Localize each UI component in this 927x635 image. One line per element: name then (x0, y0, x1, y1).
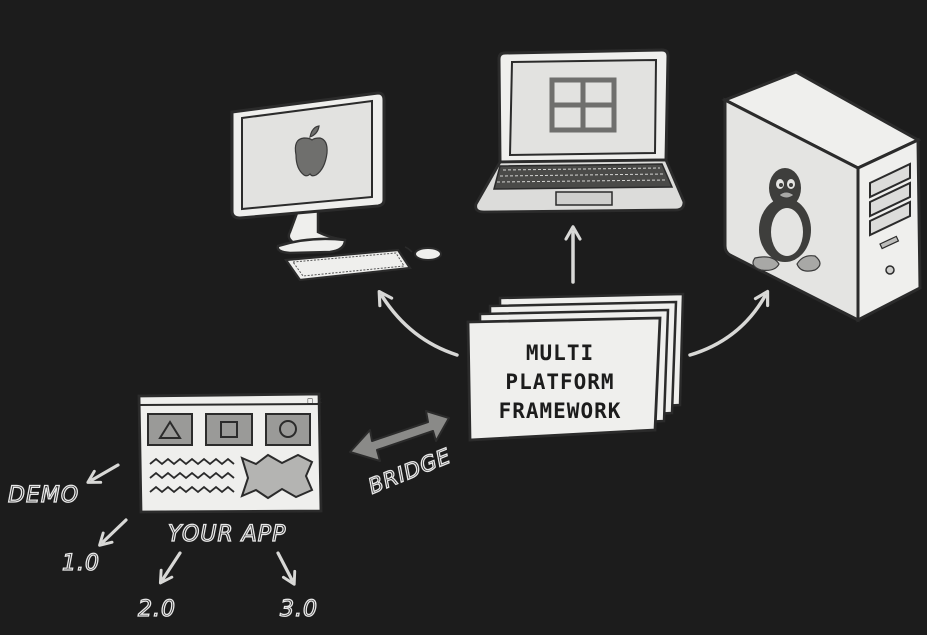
arrow-to-v1 (98, 518, 128, 547)
triangle-icon (158, 420, 182, 439)
bridge-double-arrow: BRIDGE (349, 410, 455, 499)
window-controls: _ □ x (298, 396, 322, 405)
windows-laptop-computer (474, 48, 686, 214)
arrow-to-mac (377, 289, 459, 357)
framework-line-1: MULTI (526, 341, 594, 365)
version-2-0: 2.0 (138, 597, 176, 622)
your-app-window: _ □ x (137, 392, 323, 514)
square-icon (220, 421, 238, 438)
image-placeholder-icon (240, 453, 314, 500)
version-3-0: 3.0 (280, 597, 318, 622)
framework-line-2: PLATFORM (505, 370, 614, 394)
mac-desktop-computer (230, 91, 442, 282)
your-app-label: YOUR APP (168, 522, 286, 547)
version-1-0: 1.0 (62, 551, 100, 576)
linux-tower-computer (721, 70, 922, 323)
arrow-to-linux (688, 289, 770, 357)
windows-logo-icon (549, 77, 617, 133)
arrow-to-demo (86, 463, 120, 484)
arrow-to-v3 (276, 551, 297, 586)
version-demo: DEMO (8, 483, 79, 508)
circle-icon (279, 420, 297, 438)
arrow-to-v2 (158, 551, 182, 585)
linux-penguin-icon (752, 168, 821, 272)
framework-line-3: FRAMEWORK (499, 399, 622, 423)
multi-platform-framework-box: MULTI PLATFORM FRAMEWORK (466, 292, 685, 442)
apple-logo-icon (294, 125, 328, 177)
